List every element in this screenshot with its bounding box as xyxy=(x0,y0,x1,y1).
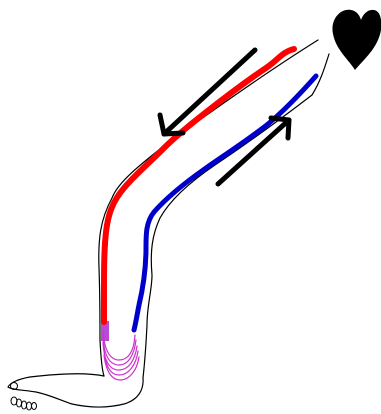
arrow-down-shaft xyxy=(164,50,255,134)
leg-outline-inner-thigh xyxy=(143,54,329,378)
artery-line xyxy=(104,49,294,322)
leg-outline xyxy=(8,40,329,407)
toe-5 xyxy=(27,402,32,410)
toe-6 xyxy=(32,403,37,410)
toes xyxy=(11,383,37,411)
heart-icon xyxy=(332,10,381,70)
toe-4 xyxy=(22,401,27,409)
arrow-icon-down xyxy=(160,50,255,134)
